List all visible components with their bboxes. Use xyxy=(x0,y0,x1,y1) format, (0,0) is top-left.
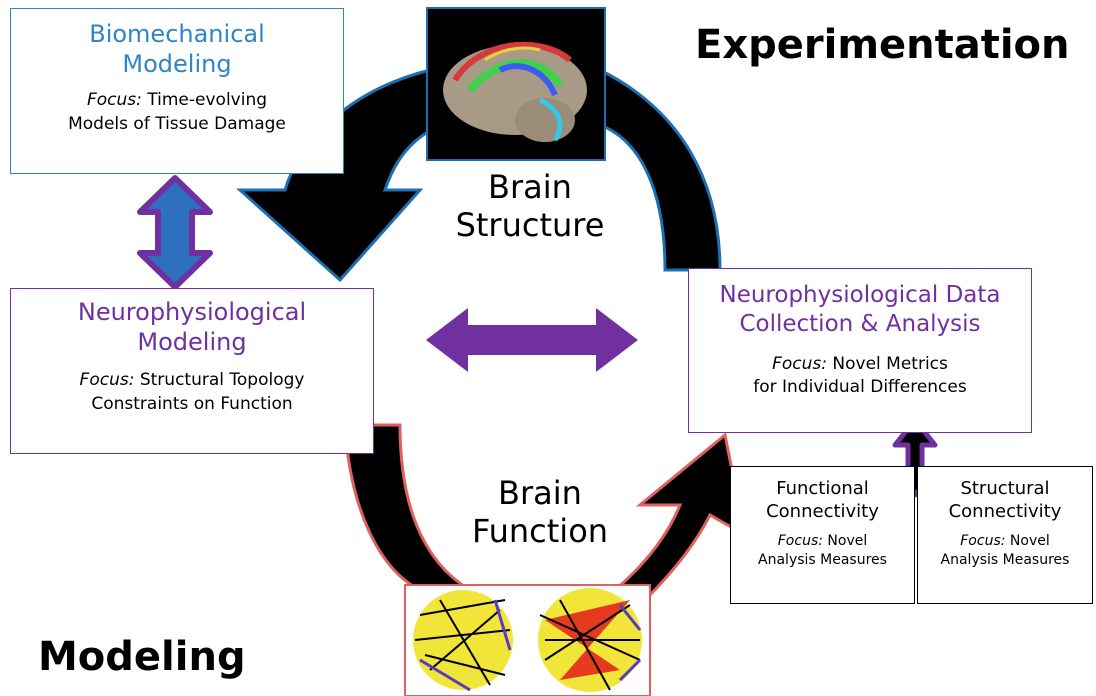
functional-focus-line1: Novel xyxy=(827,532,868,549)
heading-experimentation: Experimentation xyxy=(695,22,1070,68)
box-functional-connectivity: Functional Connectivity Focus: Novel Ana… xyxy=(730,466,915,604)
neuro-data-focus-label: Focus: xyxy=(772,353,827,374)
neuro-modeling-focus-line2: Constraints on Function xyxy=(91,393,293,414)
neuro-data-focus-line2: for Individual Differences xyxy=(753,377,967,398)
label-brain-structure-line1: Brain xyxy=(488,168,572,206)
structural-title-line2: Connectivity xyxy=(948,501,1062,523)
functional-title-line1: Functional xyxy=(776,478,869,499)
structural-focus-line2: Analysis Measures xyxy=(940,552,1070,569)
functional-focus-label: Focus: xyxy=(777,532,823,549)
brain-network-graphs-image xyxy=(404,584,651,696)
neuro-modeling-focus-label: Focus: xyxy=(79,370,135,390)
neuro-data-title-line1: Neurophysiological Data xyxy=(719,282,1001,308)
neuro-modeling-focus-line1: Structural Topology xyxy=(139,370,305,390)
cycle-arrow-top-left xyxy=(236,68,442,283)
box-neurophysiological-data: Neurophysiological Data Collection & Ana… xyxy=(688,268,1032,433)
functional-focus-line2: Analysis Measures xyxy=(758,552,887,569)
label-brain-structure-line2: Structure xyxy=(455,206,605,245)
label-brain-function-line1: Brain xyxy=(498,474,582,512)
label-brain-function-line2: Function xyxy=(471,512,609,551)
label-brain-structure: Brain Structure xyxy=(440,168,620,245)
structural-title-line1: Structural xyxy=(960,478,1050,499)
neuro-data-title-line2: Collection & Analysis xyxy=(739,310,981,337)
heading-modeling: Modeling xyxy=(38,634,246,680)
cycle-arrow-bottom-right xyxy=(612,432,748,602)
double-arrow-biomech-neuro xyxy=(137,175,213,290)
double-arrow-center xyxy=(426,308,638,372)
biomech-title-line2: Modeling xyxy=(122,50,232,78)
functional-title-line2: Connectivity xyxy=(766,501,879,523)
biomech-focus-line1: Time-evolving xyxy=(147,90,268,110)
biomech-focus-line2: Models of Tissue Damage xyxy=(68,113,286,134)
box-biomechanical-modeling: Biomechanical Modeling Focus: Time-evolv… xyxy=(10,8,344,174)
neuro-modeling-title-line1: Neurophysiological xyxy=(77,298,307,326)
neuro-data-focus-line1: Novel Metrics xyxy=(832,353,948,374)
label-brain-function: Brain Function xyxy=(450,474,630,551)
box-neurophysiological-modeling: Neurophysiological Modeling Focus: Struc… xyxy=(10,288,374,454)
biomech-focus-label: Focus: xyxy=(86,90,142,110)
structural-focus-line1: Novel xyxy=(1009,532,1050,549)
structural-focus-label: Focus: xyxy=(960,532,1006,549)
box-structural-connectivity: Structural Connectivity Focus: Novel Ana… xyxy=(917,466,1093,604)
neuro-modeling-title-line2: Modeling xyxy=(137,328,247,356)
biomech-title-line1: Biomechanical xyxy=(89,20,265,48)
brain-tractography-image xyxy=(426,7,606,161)
